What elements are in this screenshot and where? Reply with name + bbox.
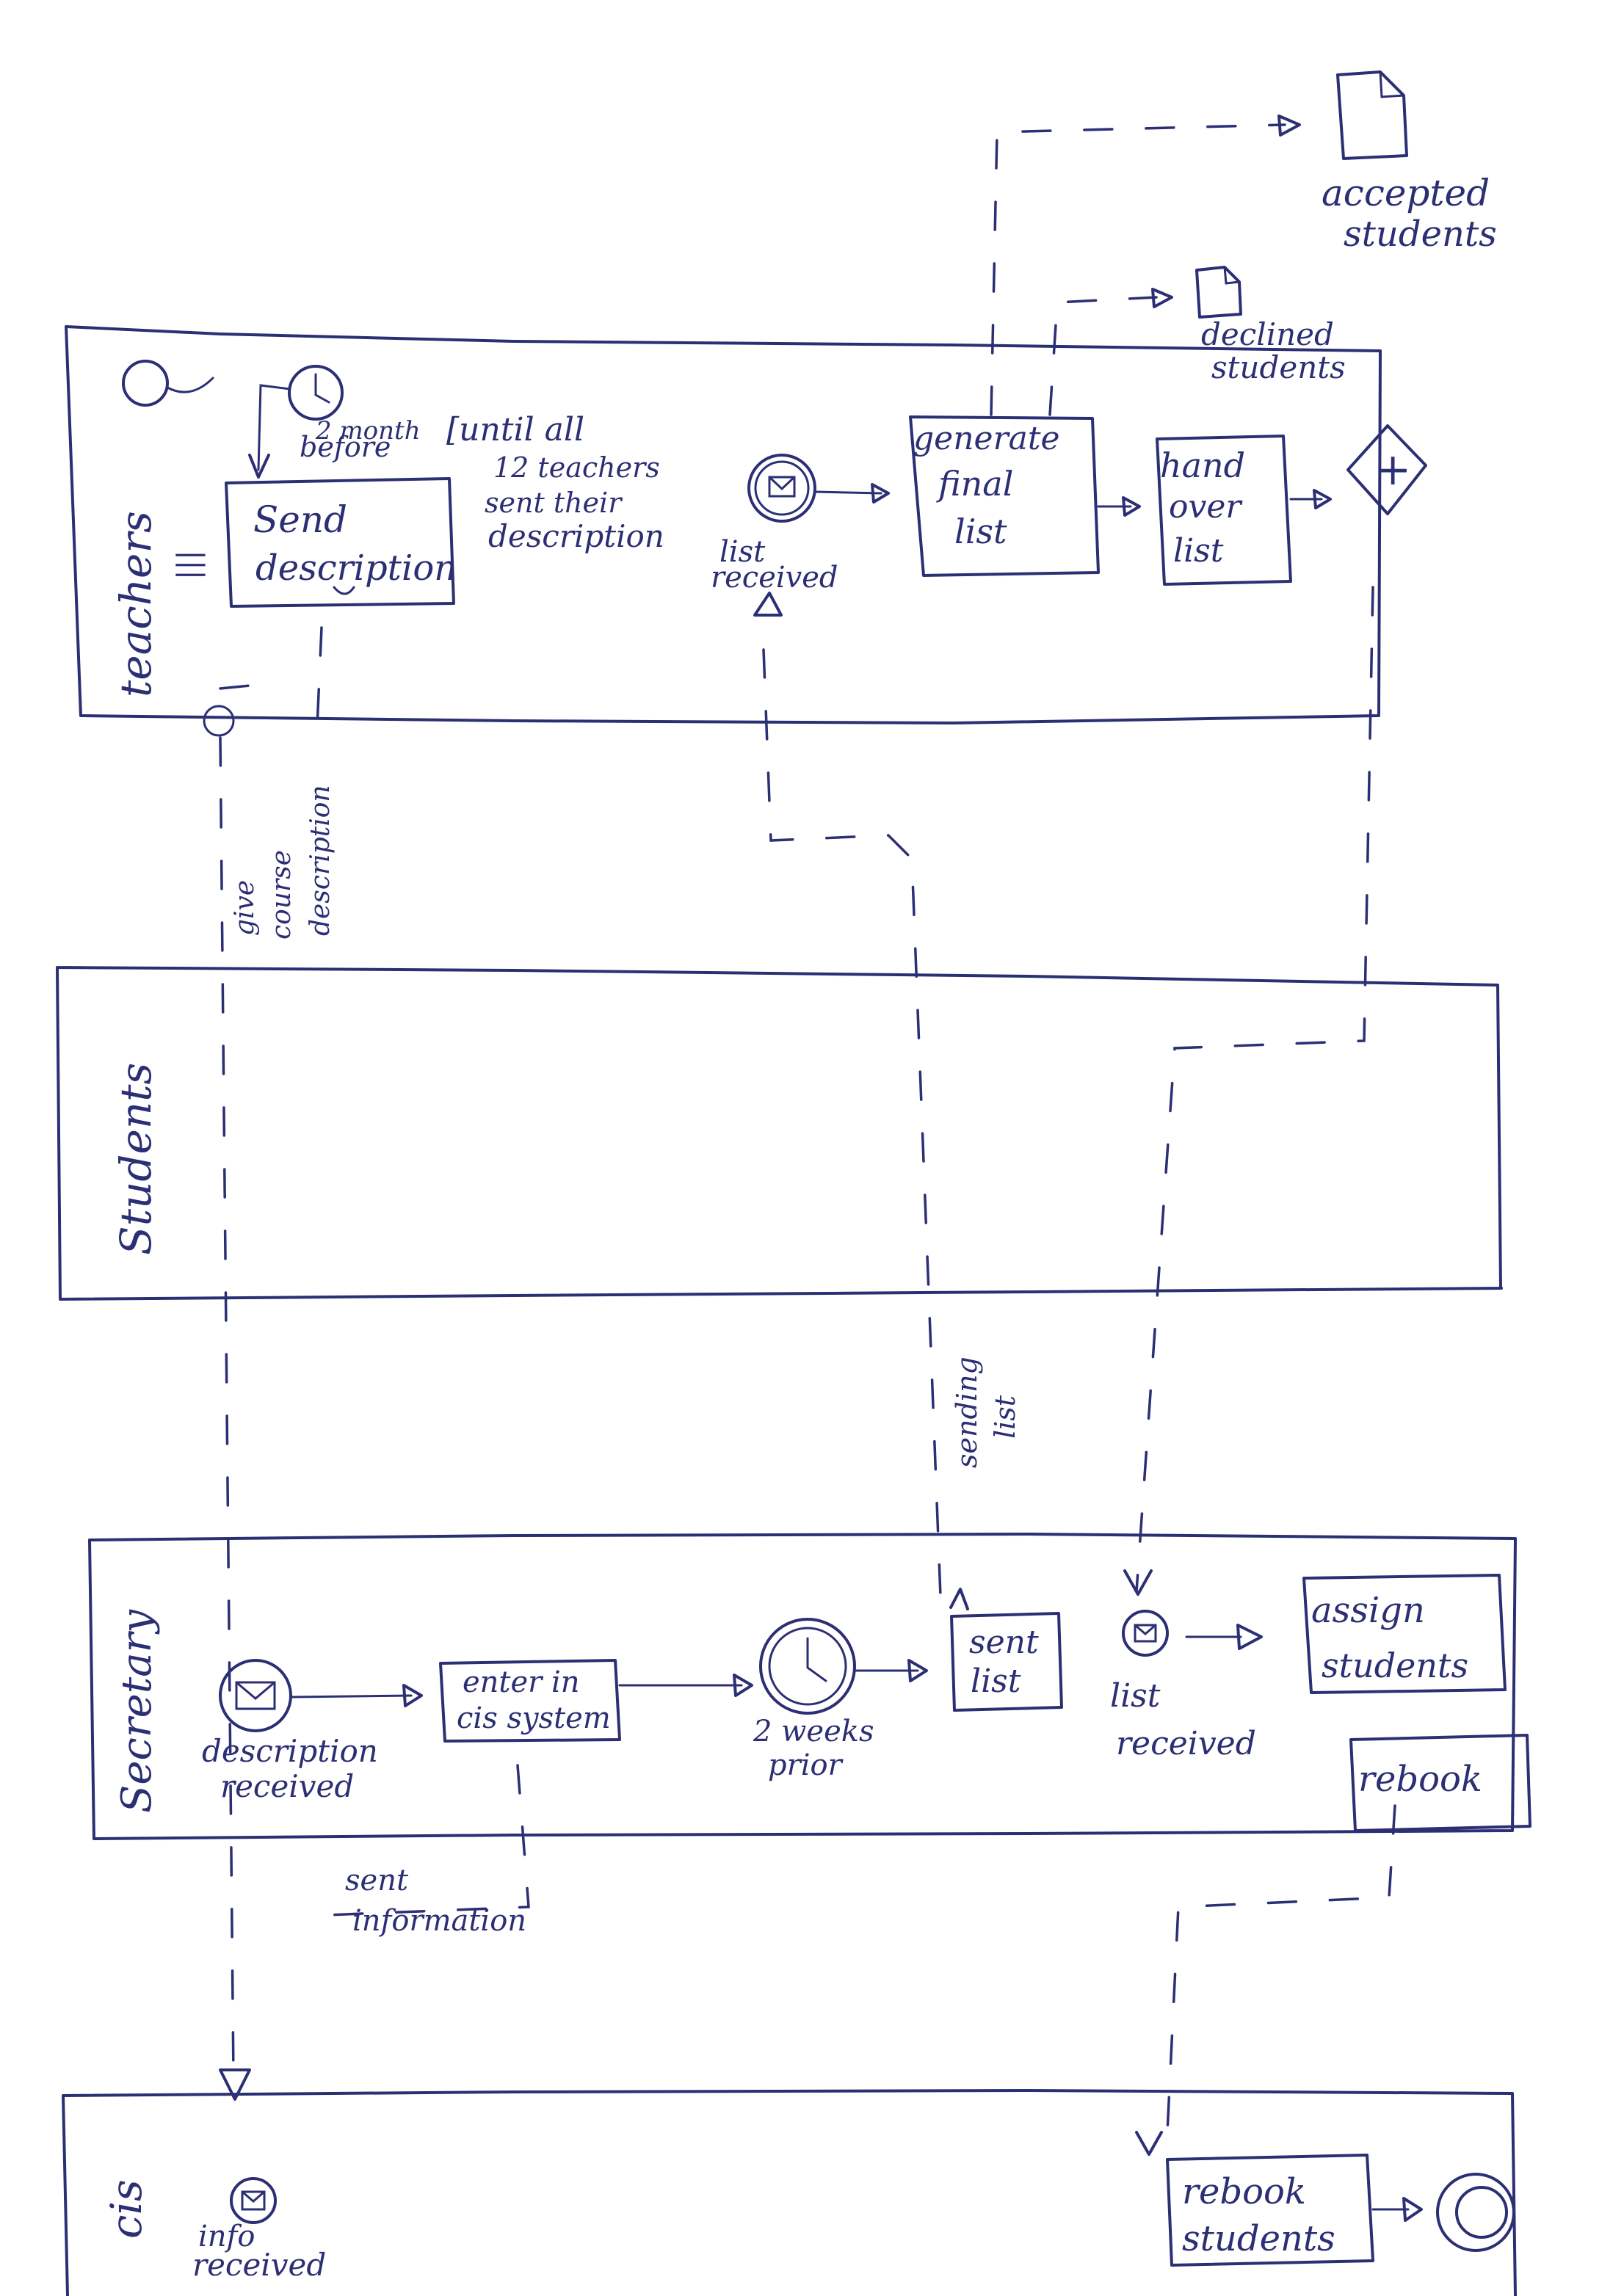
timer-label-before: before [300,431,391,463]
task-generate-final-list [909,415,1141,577]
flow-give-course-description [203,681,280,2101]
lane-students [56,966,1503,1301]
data-object-declined [1195,266,1242,319]
flow-label-sent: sent [345,1864,409,1897]
lane-label-teachers-mark: ||| [172,551,206,580]
enter-line2: cis system [457,1701,611,1735]
desc-received-line2: received [220,1768,354,1804]
two-weeks-line1: 2 weeks [753,1715,874,1748]
hand-over-line3: list [1173,532,1224,570]
flow-send-description-out [316,626,323,728]
flow-hand-over-to-secretary [1123,586,1374,1596]
lane-secretary [88,1533,1517,1840]
rebook-cis-line1: rebook [1182,2171,1306,2212]
lane-label-students: Students [111,1063,161,1255]
list-received-sec-line2: received [1116,1725,1256,1762]
hand-over-line2: over [1169,488,1243,526]
declined-line1: declined [1201,316,1334,352]
flow-label-information: information [352,1904,526,1938]
flow-label-course: course [267,850,297,940]
loop-note-line1: [until all [446,411,584,448]
loop-note-line3: sent their [485,487,623,519]
sent-list-line1: sent [969,1624,1039,1661]
flow-secretary-to-teachers-list [762,648,969,1616]
task-sent-list [950,1612,1063,1712]
accepted-line2: students [1344,214,1497,255]
desc-received-line1: description [202,1733,378,1769]
flow-label-description: description [305,785,336,936]
list-received-line2: received [711,561,838,595]
task-assign-students [1302,1574,1507,1694]
task-rebook-secretary [1349,1734,1531,1832]
message-event-list-received-secretary [1122,1610,1263,1657]
assoc-declined [1048,296,1158,416]
list-received-line1: list [719,535,766,569]
assoc-declined-head [1151,288,1173,308]
lane-label-cis: cis [101,2179,151,2239]
timer-event-2-month [248,365,344,479]
assign-line2: students [1322,1646,1468,1685]
timer-event-2-weeks [759,1618,928,1715]
rebook-sec-label: rebook [1358,1759,1482,1800]
assign-line1: assign [1311,1590,1425,1631]
task-hand-over-list [1156,435,1332,586]
message-event-list-received [747,454,890,523]
task-send-line1: Send [253,498,347,541]
info-received-line1: info [198,2220,255,2253]
timer-label-month: 2 month [315,416,421,446]
assoc-accepted-head [1277,115,1301,137]
flow-label-list: list [989,1395,1021,1439]
hand-over-line1: hand [1160,446,1245,485]
lane-cis [62,2089,1517,2296]
accepted-line1: accepted [1322,172,1490,214]
flow-sent-information [307,1764,530,1917]
flow-secretary-to-cis [1135,1804,1396,2156]
parallel-gateway [1346,424,1427,515]
task-send-description [225,477,455,608]
task-enter-in-cis [439,1659,753,1743]
lane-label-teachers: teachers [111,511,161,697]
lane-teachers [65,325,1382,724]
data-object-accepted [1336,70,1408,160]
loop-note-line4: description [488,518,664,554]
declined-line2: students [1211,349,1346,385]
start-event [122,360,214,407]
list-received-marker [753,592,783,617]
gateway-symbol: + [1374,444,1411,495]
info-received-line2: received [192,2247,326,2283]
lane-label-secretary: Secretary [113,1609,161,1813]
loop-note-line2: 12 teachers [493,451,660,484]
generate-line2: final [936,464,1013,504]
task-send-line2: description [255,548,457,589]
message-event-description-received [219,1659,423,1732]
flow-label-give: give [230,880,260,936]
end-event [1436,2173,1515,2252]
enter-line1: enter in [463,1665,580,1699]
generate-line3: list [954,512,1007,551]
flow-label-sending: sending [951,1356,983,1468]
rebook-cis-line2: students [1182,2218,1335,2259]
message-event-info-received [230,2177,277,2224]
task-rebook-students-cis [1166,2154,1423,2267]
sent-list-line2: list [971,1663,1021,1700]
two-weeks-line2: prior [768,1748,844,1782]
list-received-sec-line1: list [1110,1677,1161,1715]
generate-line1: generate [913,420,1060,457]
